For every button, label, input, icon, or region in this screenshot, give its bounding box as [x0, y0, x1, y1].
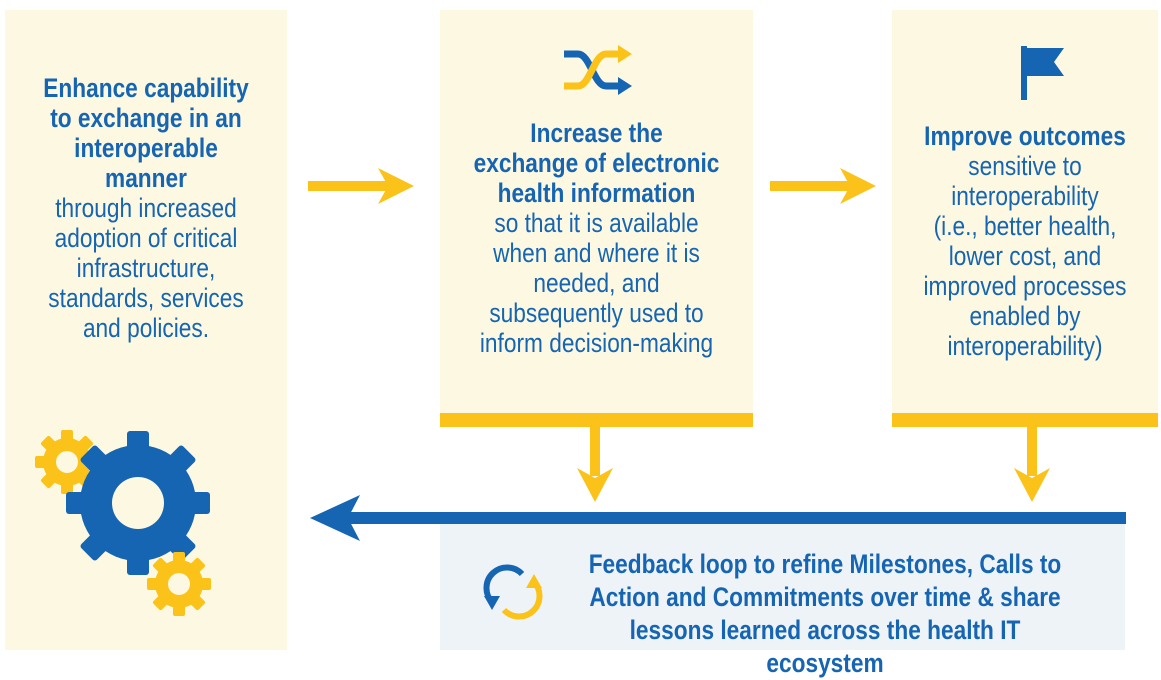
- panel-exchange-text: Increase the exchange of electronic heal…: [452, 118, 742, 358]
- heading-line: to exchange in an: [50, 103, 242, 133]
- body-line: through increased: [55, 193, 237, 223]
- feedback-box: [440, 522, 1125, 650]
- body-line: sensitive to: [968, 151, 1082, 181]
- body-line: when and where it is: [493, 238, 700, 268]
- body-line: subsequently used to: [489, 298, 704, 328]
- body-line: adoption of critical: [54, 223, 238, 253]
- heading-line: Improve outcomes: [924, 121, 1126, 151]
- arrow-right-1: [308, 168, 414, 204]
- feedback-line: Feedback loop to refine Milestones, Call…: [588, 549, 1062, 579]
- body-line: so that it is available: [494, 208, 699, 238]
- panel-outcomes-text: Improve outcomes sensitive to interopera…: [895, 121, 1155, 361]
- body-line: standards, services: [48, 283, 244, 313]
- panel-exchange-bottom-bar: [440, 413, 753, 427]
- feedback-text: Feedback loop to refine Milestones, Call…: [573, 548, 1077, 680]
- heading-line: Enhance capability: [43, 73, 249, 103]
- panel-outcomes-bottom-bar: [892, 413, 1158, 427]
- body-line: lower cost, and: [948, 241, 1102, 271]
- body-line: interoperability): [947, 331, 1103, 361]
- flag-icon: [1021, 46, 1064, 100]
- arrow-down-2: [1014, 424, 1050, 502]
- heading-line: Increase the: [530, 118, 663, 148]
- feedback-line: Action and Commitments over time & share: [589, 582, 1061, 612]
- body-line: interoperability: [951, 181, 1099, 211]
- body-line: (i.e., better health,: [933, 211, 1117, 241]
- body-line: needed, and: [533, 268, 660, 298]
- gears-icon: [35, 430, 211, 616]
- body-line: inform decision-making: [479, 328, 714, 358]
- body-line: enabled by: [969, 301, 1081, 331]
- panel-capability-text: Enhance capability to exchange in an int…: [15, 73, 277, 343]
- body-line: improved processes: [923, 271, 1127, 301]
- shuffle-icon: [564, 45, 632, 95]
- large-gear: [66, 431, 210, 575]
- heading-line: health information: [497, 178, 696, 208]
- heading-line: manner: [105, 163, 187, 193]
- feedback-line: lessons learned across the health IT eco…: [629, 615, 1021, 678]
- refresh-icon: [483, 564, 543, 620]
- heading-line: exchange of electronic: [473, 148, 720, 178]
- arrow-down-1: [577, 424, 613, 502]
- heading-line: interoperable: [74, 133, 218, 163]
- arrow-right-2: [770, 168, 876, 204]
- body-line: infrastructure,: [76, 253, 216, 283]
- small-gear-bottom: [147, 552, 211, 616]
- body-line: and policies.: [82, 313, 210, 343]
- feedback-arrow-left: [310, 495, 1126, 541]
